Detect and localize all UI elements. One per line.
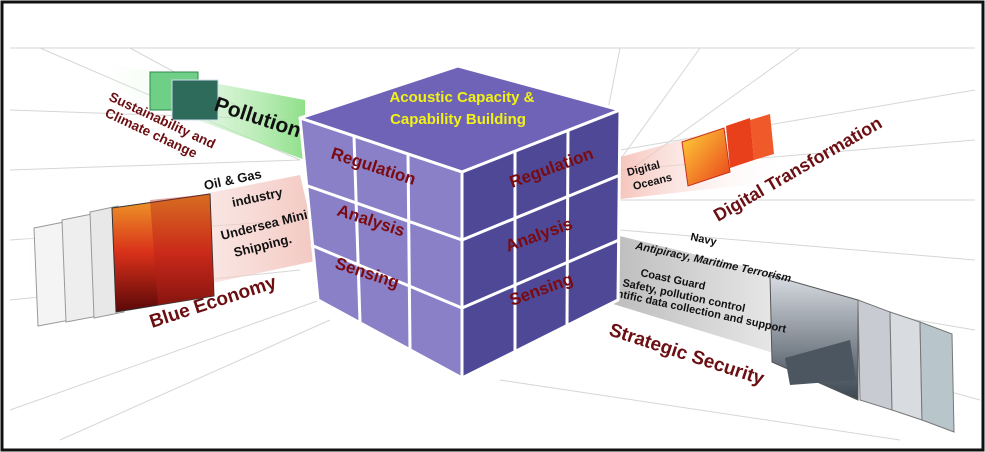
capability-cube xyxy=(298,64,622,380)
navy-label: Navy xyxy=(689,231,718,248)
warship-image-2 xyxy=(857,299,893,411)
cube-title-line1: Acoustic Capacity & xyxy=(389,89,534,106)
security-band xyxy=(595,230,780,355)
oil-rig-image xyxy=(111,193,215,313)
warship-image-3 xyxy=(889,311,923,421)
digital-block-3 xyxy=(750,114,774,160)
pollution-image xyxy=(171,79,219,121)
cube-title-line2: Capability Building xyxy=(390,111,526,128)
digital-block-1 xyxy=(681,127,731,187)
warship-image-4 xyxy=(919,321,955,433)
digital-block-2 xyxy=(726,118,754,168)
